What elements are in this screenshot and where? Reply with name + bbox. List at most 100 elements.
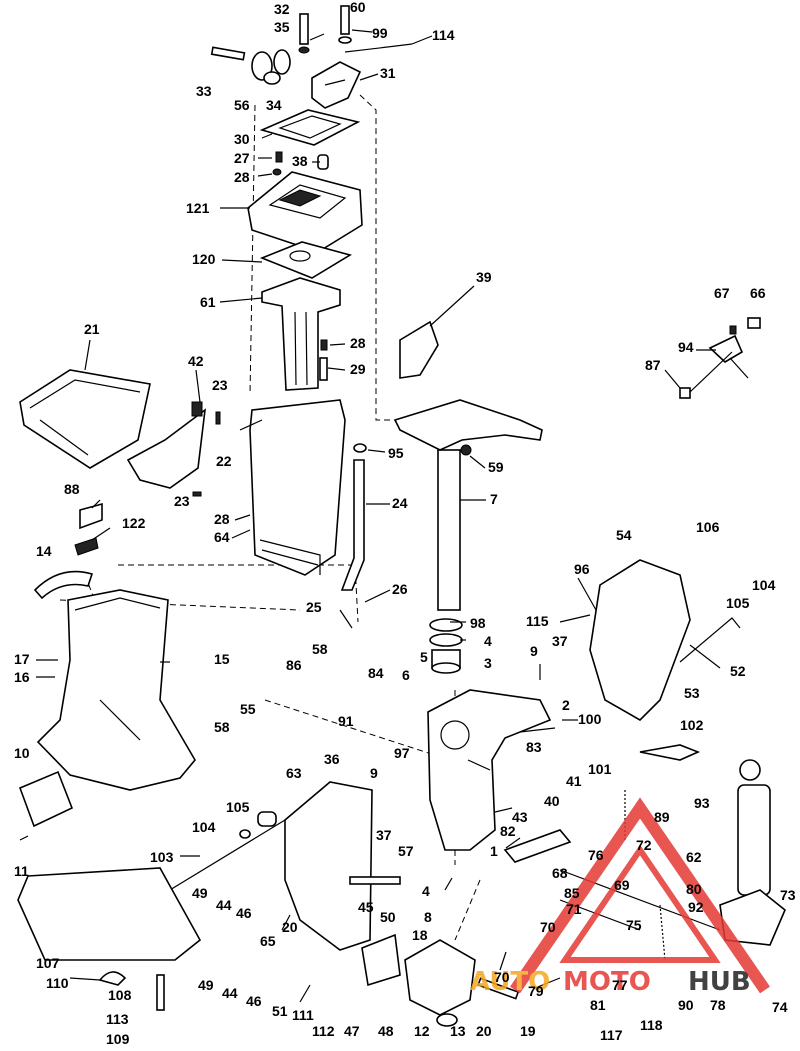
part-label: 114 [432, 27, 455, 43]
part-label: 74 [772, 999, 788, 1015]
part-label: 89 [654, 809, 670, 825]
bolt-33 [210, 46, 246, 61]
part-label: 46 [246, 993, 262, 1009]
cover-39 [399, 320, 439, 379]
part-label: 23 [212, 377, 228, 393]
part-label: 13 [450, 1023, 466, 1039]
part-label: 87 [645, 357, 661, 373]
part-label: 86 [286, 657, 302, 673]
part-label: 63 [286, 765, 302, 781]
part-label: 81 [590, 997, 606, 1013]
tiller-yoke [393, 399, 543, 451]
part-label: 122 [122, 515, 146, 531]
part-label: 24 [392, 495, 408, 511]
part-label: 38 [292, 153, 308, 169]
part-label: 8 [424, 909, 432, 925]
part-label: 94 [678, 339, 694, 355]
part-label: 90 [678, 997, 694, 1013]
part-label: 105 [726, 595, 750, 611]
part-label: 18 [412, 927, 428, 943]
part-label: 37 [552, 633, 568, 649]
part-label: 75 [626, 917, 642, 933]
part-label: 10 [14, 745, 30, 761]
part-label: 55 [240, 701, 256, 717]
part-label: 88 [64, 481, 80, 497]
part-label: 98 [470, 615, 486, 631]
part-label: 111 [292, 1007, 314, 1023]
part-label: 15 [214, 651, 230, 667]
part-label: 53 [684, 685, 700, 701]
part-label: 57 [398, 843, 414, 859]
part-label: 95 [388, 445, 404, 461]
part-label: 43 [512, 809, 528, 825]
part-label: 107 [36, 955, 60, 971]
part-label: 51 [272, 1003, 288, 1019]
part-label: 2 [562, 697, 570, 713]
part-label: 70 [540, 919, 556, 935]
washer-28 [272, 168, 282, 176]
part-label: 37 [376, 827, 392, 843]
cable-114 [344, 43, 413, 53]
part-label: 79 [528, 983, 544, 999]
part-label: 68 [552, 865, 568, 881]
part-label: 101 [588, 761, 612, 777]
part-label: 31 [380, 65, 396, 81]
nut-59 [460, 444, 472, 456]
part-label: 69 [614, 877, 630, 893]
part-label: 120 [192, 251, 216, 267]
tube-24 [340, 459, 365, 591]
part-label: 36 [324, 751, 340, 767]
part-label: 12 [414, 1023, 430, 1039]
part-label: 28 [214, 511, 230, 527]
part-label: 92 [688, 899, 704, 915]
part-label: 45 [358, 899, 374, 915]
part-label: 19 [520, 1023, 536, 1039]
gasket-30 [259, 109, 361, 146]
part-label: 121 [186, 200, 210, 216]
part-label: 35 [274, 19, 290, 35]
part-label: 11 [14, 863, 29, 879]
part-label: 77 [612, 977, 628, 993]
part-labels: 32 60 35 99 114 31 33 56 34 30 27 38 28 … [14, 0, 796, 1047]
part-label: 41 [566, 773, 582, 789]
exhaust-61 [261, 277, 341, 391]
nut-13 [436, 1013, 458, 1027]
part-label: 5 [420, 649, 428, 665]
part-label: 20 [282, 919, 298, 935]
part-label: 14 [36, 543, 52, 559]
part-label: 83 [526, 739, 542, 755]
part-label: 39 [476, 269, 492, 285]
part-label: 109 [106, 1031, 130, 1047]
cylinder-93 [737, 784, 771, 896]
part-label: 60 [350, 0, 366, 15]
part-label: 9 [370, 765, 378, 781]
part-label: 113 [106, 1011, 129, 1027]
part-label: 6 [402, 667, 410, 683]
bolt-50 [349, 876, 401, 885]
part-label: 66 [750, 285, 766, 301]
bolt-32 [298, 13, 310, 54]
part-label: 25 [306, 599, 322, 615]
part-label: 48 [378, 1023, 394, 1039]
clamp-bracket-36 [284, 781, 373, 951]
part-label: 59 [488, 459, 504, 475]
watermark-moto: MOTO [563, 967, 651, 997]
part-label: 110 [46, 975, 69, 991]
part-label: 9 [530, 643, 538, 659]
part-label: 1 [490, 843, 498, 859]
part-label: 97 [394, 745, 410, 761]
part-label: 103 [150, 849, 174, 865]
part-label: 64 [214, 529, 230, 545]
part-label: 93 [694, 795, 710, 811]
part-label: 28 [350, 335, 366, 351]
part-label: 30 [234, 131, 250, 147]
part-label: 70 [494, 969, 510, 985]
part-label: 16 [14, 669, 30, 685]
clamp-bracket-54 [589, 559, 691, 721]
part-label: 33 [196, 83, 212, 99]
part-label: 82 [500, 823, 516, 839]
part-label: 28 [234, 169, 250, 185]
part-12 [404, 939, 476, 1016]
